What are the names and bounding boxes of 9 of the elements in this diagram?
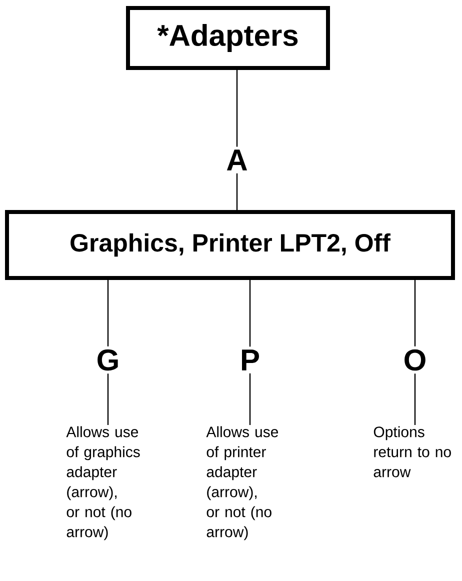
title-box: *Adapters [126, 6, 330, 70]
description-text: Allows use of graphics adapter (arrow), or not (no arrow) [66, 426, 140, 540]
edge-label: O [400, 346, 430, 374]
description-text: Options return to no arrow [374, 426, 451, 478]
edge-label: P [237, 346, 263, 374]
option-box: Graphics, Printer LPT2, Off [5, 210, 455, 280]
edge-label: A [223, 146, 251, 174]
description-text: Allows use of printer adapter (arrow), or not (no arrow) [206, 426, 278, 540]
edge-label: G [93, 346, 123, 374]
